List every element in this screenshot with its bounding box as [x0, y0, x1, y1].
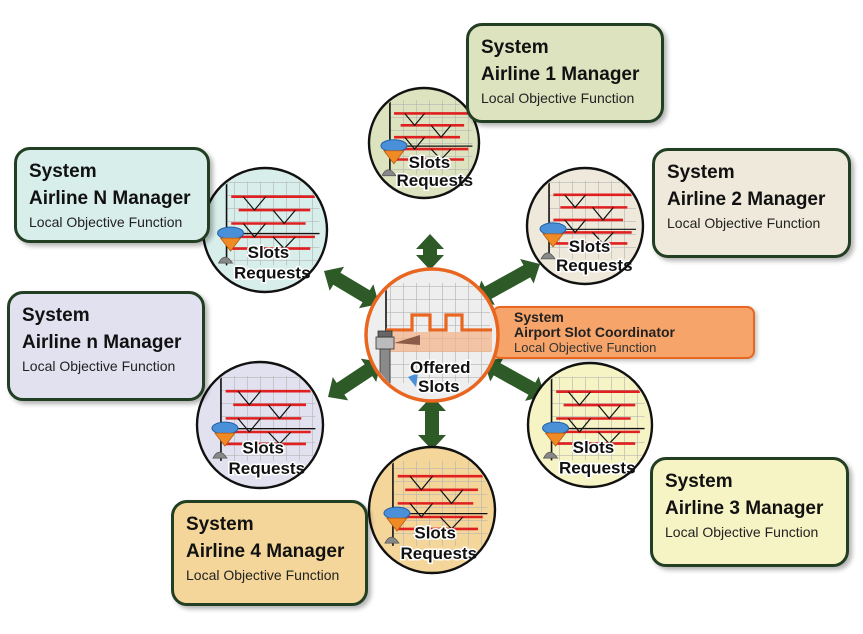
arrow-icon: [327, 358, 382, 401]
slots-label: Slots: [569, 237, 611, 256]
airline-logo-icon: [542, 421, 570, 435]
airline-1-name: Airline 1 Manager: [481, 64, 640, 85]
airline-N-box: System Airline N Manager Local Objective…: [14, 147, 210, 243]
airline-n-lower-name: Airline n Manager: [22, 332, 182, 353]
airline-n-lower-box: System Airline n Manager Local Objective…: [7, 291, 205, 401]
airline-1-objective: Local Objective Function: [481, 90, 635, 106]
airline-2-system-label: System: [667, 162, 735, 183]
requests-label: Requests: [397, 171, 474, 190]
airline-logo-icon: [217, 226, 245, 240]
requests-label: Requests: [559, 458, 636, 477]
airline-3-objective: Local Objective Function: [665, 524, 819, 540]
arrow-icon: [475, 259, 540, 305]
airline-n-lower-system-label: System: [22, 305, 90, 326]
airline-1-box: System Airline 1 Manager Local Objective…: [466, 23, 664, 123]
coordinator-objective: Local Objective Function: [514, 340, 657, 355]
slots-label: Slots: [409, 153, 451, 172]
requests-label: Requests: [401, 544, 478, 563]
airline-4-system-label: System: [186, 514, 254, 535]
airline-logo-icon: [211, 421, 239, 435]
airline-3-box: System Airline 3 Manager Local Objective…: [650, 457, 849, 567]
airline-N-name: Airline N Manager: [29, 188, 191, 209]
arrow-icon: [416, 234, 444, 270]
airline-4-name: Airline 4 Manager: [186, 541, 345, 562]
arrow-icon: [418, 396, 446, 450]
airline-logo-icon: [380, 139, 408, 153]
coordinator-system-label: System: [514, 309, 564, 325]
airline-4-objective: Local Objective Function: [186, 567, 340, 583]
airline-n-lower-objective: Local Objective Function: [22, 358, 176, 374]
airline-4-box: System Airline 4 Manager Local Objective…: [171, 500, 368, 606]
slots-label: Slots: [242, 438, 284, 457]
requests-label: Requests: [234, 263, 311, 282]
coordinator-name: Airport Slot Coordinator: [514, 324, 675, 340]
airline-1-system-label: System: [481, 37, 549, 58]
airline-2-objective: Local Objective Function: [667, 215, 821, 231]
airport-slot-coordinator-box: System Airport Slot Coordinator Local Ob…: [492, 306, 755, 359]
airline-logo-icon: [383, 506, 411, 520]
airline-2-name: Airline 2 Manager: [667, 189, 826, 210]
airline-2-box: System Airline 2 Manager Local Objective…: [652, 148, 851, 258]
airline-logo-icon: [539, 222, 567, 236]
slots-label: Slots: [248, 243, 290, 262]
requests-label: Requests: [556, 256, 633, 275]
requests-label: Requests: [229, 459, 306, 478]
airline-3-name: Airline 3 Manager: [665, 498, 824, 519]
airline-N-objective: Local Objective Function: [29, 214, 183, 230]
airline-3-system-label: System: [665, 471, 733, 492]
slots-label: Slots: [414, 523, 456, 542]
airline-N-system-label: System: [29, 161, 97, 182]
slots-label: Slots: [573, 438, 615, 457]
arrow-icon: [324, 266, 379, 309]
